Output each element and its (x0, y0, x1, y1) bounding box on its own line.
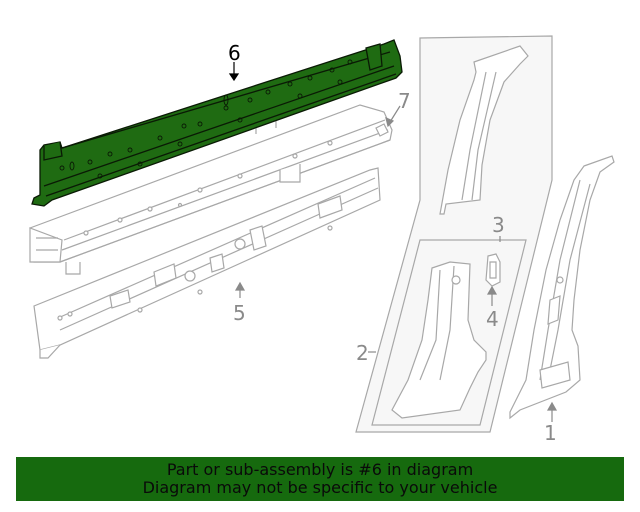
part-6-rocker-reinforcement[interactable] (31, 39, 403, 207)
part-2-pillar-lower[interactable] (391, 261, 487, 419)
callout-5[interactable]: 5 (233, 301, 246, 325)
callout-4[interactable]: 4 (486, 307, 499, 331)
callout-7[interactable]: 7 (398, 89, 411, 113)
part-4-bracket[interactable] (485, 253, 501, 287)
callout-6[interactable]: 6 (228, 41, 241, 65)
banner-line-disclaimer: Diagram may not be specific to your vehi… (142, 478, 498, 497)
leader-lines (228, 62, 558, 422)
banner-line-part: Part or sub-assembly is #6 in diagram (166, 460, 474, 479)
part-5-rocker-inner[interactable] (33, 167, 381, 359)
part-3-pillar-upper[interactable] (439, 45, 529, 215)
callout-3[interactable]: 3 (492, 213, 505, 237)
callout-1[interactable]: 1 (544, 421, 557, 445)
part-1-b-pillar[interactable] (509, 155, 615, 420)
part-info-banner: Part or sub-assembly is #6 in diagram Di… (16, 457, 624, 501)
callout-2[interactable]: 2 (356, 341, 369, 365)
part-7-rocker-outer[interactable] (29, 104, 393, 275)
